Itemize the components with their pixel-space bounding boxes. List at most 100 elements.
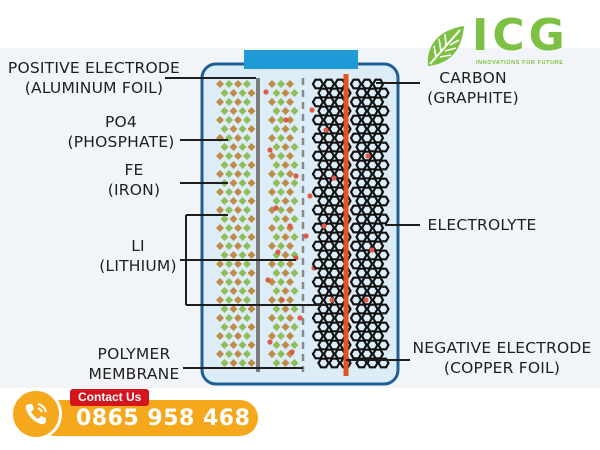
leaf-icon — [427, 26, 464, 66]
cathode-crystal — [225, 260, 233, 268]
contact-icon-circle[interactable] — [10, 388, 62, 440]
graphite-hexagon — [328, 357, 341, 369]
intercalated-lithium — [321, 223, 327, 229]
cathode-crystal — [290, 341, 299, 349]
cathode-crystal — [220, 341, 229, 349]
cathode-crystal — [243, 98, 251, 106]
cathode-crystal — [216, 152, 224, 160]
cathode-crystal — [277, 278, 285, 286]
intercalated-lithium — [329, 297, 335, 303]
cathode-crystal — [216, 116, 224, 124]
cathode-crystal — [220, 251, 229, 259]
cathode-crystal-layer — [216, 80, 299, 367]
cathode-crystal — [286, 278, 294, 286]
graphite-hexagon — [377, 231, 390, 243]
cathode-crystal — [290, 89, 299, 97]
cathode-crystal — [268, 80, 276, 88]
cathode-crystal — [286, 332, 294, 340]
cathode-crystal — [220, 107, 229, 115]
contact-banner[interactable]: Contact Us 0865 958 468 — [10, 386, 258, 440]
cathode-crystal — [229, 359, 238, 367]
cathode-crystal — [272, 161, 281, 169]
cathode-crystal — [281, 323, 290, 331]
cathode-crystal — [229, 89, 238, 97]
graphite-hexagon — [366, 357, 379, 369]
lithium-ion — [307, 193, 313, 199]
cathode-crystal — [225, 296, 233, 304]
cathode-crystal — [272, 197, 281, 205]
cathode-crystal — [247, 89, 256, 97]
label-li: LI (LITHIUM) — [92, 236, 184, 276]
cathode-crystal — [281, 197, 290, 205]
cathode-crystal — [277, 206, 285, 214]
cathode-crystal — [234, 170, 242, 178]
cathode-crystal — [277, 80, 285, 88]
lithium-ion — [279, 297, 285, 303]
cathode-crystal — [220, 287, 229, 295]
cathode-crystal — [290, 143, 299, 151]
cathode-crystal — [281, 287, 290, 295]
cathode-crystal — [277, 98, 285, 106]
cathode-crystal — [268, 296, 276, 304]
cathode-crystal — [229, 179, 238, 187]
cathode-crystal — [281, 359, 290, 367]
cathode-crystal — [277, 242, 285, 250]
cathode-crystal — [229, 323, 238, 331]
cathode-crystal — [225, 332, 233, 340]
cathode-crystal — [268, 170, 276, 178]
cathode-crystal — [243, 170, 251, 178]
cathode-crystal — [277, 188, 285, 196]
cathode-crystal — [243, 332, 251, 340]
cathode-crystal — [220, 89, 229, 97]
cathode-crystal — [225, 98, 233, 106]
cathode-crystal — [272, 179, 281, 187]
cathode-crystal — [229, 215, 238, 223]
lithium-ion — [267, 339, 273, 345]
cathode-crystal — [281, 305, 290, 313]
cathode-crystal — [286, 260, 294, 268]
cathode-crystal — [277, 152, 285, 160]
lithium-ion-layer — [263, 89, 317, 355]
cathode-crystal — [268, 350, 276, 358]
label-li-line2: (LITHIUM) — [99, 257, 177, 275]
cathode-crystal — [234, 260, 242, 268]
cathode-crystal — [238, 323, 247, 331]
contact-phone-number[interactable]: 0865 958 468 — [76, 406, 251, 431]
label-polymer-membrane: POLYMER MEMBRANE — [82, 344, 186, 384]
cathode-crystal — [234, 152, 242, 160]
cathode-crystal — [234, 188, 242, 196]
cathode-crystal — [220, 215, 229, 223]
cathode-crystal — [290, 287, 299, 295]
cathode-crystal — [238, 107, 247, 115]
cathode-crystal — [268, 116, 276, 124]
cathode-crystal — [225, 350, 233, 358]
cathode-crystal — [234, 350, 242, 358]
cathode-crystal — [290, 305, 299, 313]
label-positive-electrode: POSITIVE ELECTRODE (ALUMINUM FOIL) — [6, 58, 182, 98]
label-negative-electrode: NEGATIVE ELECTRODE (COPPER FOIL) — [408, 338, 596, 378]
cathode-crystal — [216, 332, 224, 340]
label-carbon: CARBON (GRAPHITE) — [418, 68, 528, 108]
label-polymer-membrane-line1: POLYMER — [97, 345, 171, 363]
label-positive-electrode-line1: POSITIVE ELECTRODE — [7, 59, 181, 77]
graphite-hexagon — [377, 177, 390, 189]
cathode-crystal — [229, 107, 238, 115]
cathode-crystal — [247, 251, 256, 259]
cathode-crystal — [281, 143, 290, 151]
cathode-crystal — [220, 359, 229, 367]
cathode-crystal — [216, 170, 224, 178]
cell-terminal — [244, 50, 358, 69]
cathode-crystal — [229, 125, 238, 133]
cathode-crystal — [243, 296, 251, 304]
graphite-hexagon — [377, 87, 390, 99]
graphite-hexagon — [377, 159, 390, 171]
lithium-ion — [289, 349, 295, 355]
cathode-crystal — [290, 197, 299, 205]
cathode-crystal — [272, 323, 281, 331]
cathode-crystal — [234, 134, 242, 142]
label-po4: PO4 (PHOSPHATE) — [58, 112, 184, 152]
label-polymer-membrane-line2: MEMBRANE — [88, 365, 180, 383]
label-electrolyte: ELECTROLYTE — [422, 215, 542, 235]
cathode-crystal — [216, 278, 224, 286]
